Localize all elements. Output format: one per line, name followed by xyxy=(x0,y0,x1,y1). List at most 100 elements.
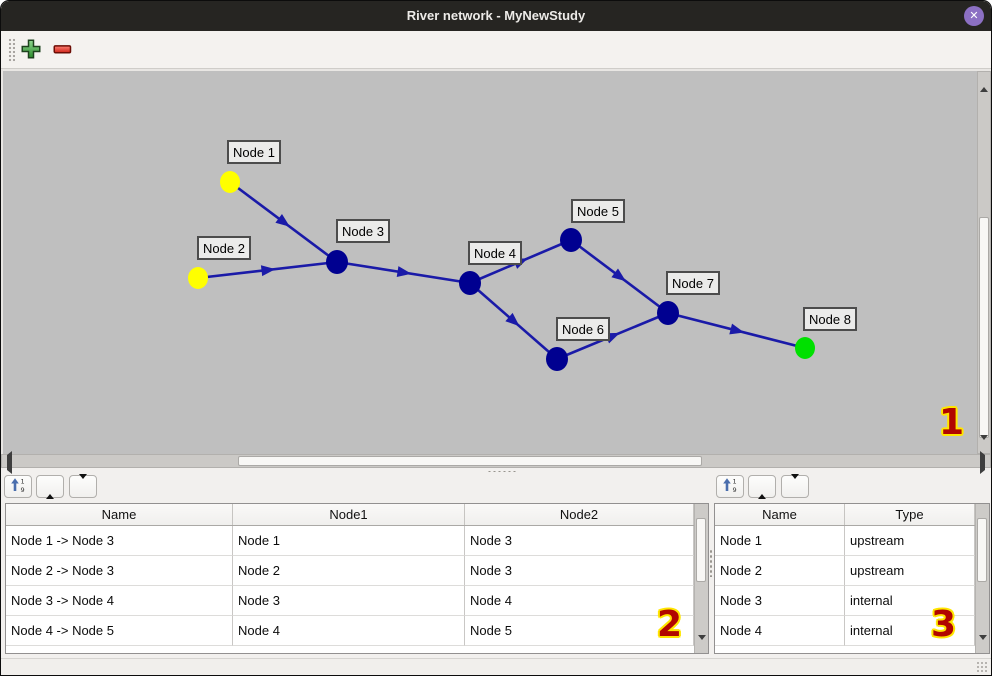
move-down-button[interactable] xyxy=(69,474,97,498)
table-cell: Node 3 xyxy=(465,526,694,556)
triangle-up-icon xyxy=(980,72,988,92)
arrowhead-icon xyxy=(611,268,626,282)
close-button[interactable]: ✕ xyxy=(964,6,984,26)
svg-text:Node 7: Node 7 xyxy=(672,276,714,291)
triangle-up-icon xyxy=(46,479,54,499)
plus-icon xyxy=(21,39,41,62)
canvas-vertical-scrollbar[interactable] xyxy=(977,71,991,455)
svg-text:Node 8: Node 8 xyxy=(809,312,851,327)
scroll-down-button[interactable] xyxy=(695,635,708,655)
node-node-3[interactable] xyxy=(326,250,348,274)
node-node-8[interactable] xyxy=(795,337,815,359)
column-header-name[interactable]: Name xyxy=(6,504,233,525)
svg-text:Node 3: Node 3 xyxy=(342,224,384,239)
arrowhead-icon xyxy=(275,214,290,227)
scroll-right-button[interactable] xyxy=(976,451,989,474)
column-header-name[interactable]: Name xyxy=(715,504,845,525)
table-cell: Node 2 -> Node 3 xyxy=(6,556,233,586)
svg-text:1: 1 xyxy=(733,478,737,486)
table-cell: Node 1 xyxy=(233,526,465,556)
svg-text:9: 9 xyxy=(21,486,25,493)
scrollbar-thumb[interactable] xyxy=(238,456,702,466)
node-label-node-6: Node 6 xyxy=(556,317,610,341)
svg-text:1: 1 xyxy=(21,478,25,486)
annotation-3: 3 xyxy=(931,604,957,645)
table-cell: Node 3 xyxy=(715,586,845,616)
sort-button[interactable]: 1 9 xyxy=(716,475,744,498)
column-header-node1[interactable]: Node1 xyxy=(233,504,465,525)
table-cell: internal xyxy=(845,586,975,616)
node-node-1[interactable] xyxy=(220,171,240,193)
scroll-left-button[interactable] xyxy=(3,451,16,474)
node-node-5[interactable] xyxy=(560,228,582,252)
remove-button[interactable] xyxy=(52,39,74,61)
node-node-2[interactable] xyxy=(188,267,208,289)
add-button[interactable] xyxy=(20,39,42,61)
column-header-type[interactable]: Type xyxy=(845,504,975,525)
annotation-1: 1 xyxy=(939,402,965,443)
move-down-button[interactable] xyxy=(781,474,809,498)
reaches-table-scrollbar[interactable] xyxy=(694,504,708,655)
scroll-down-button[interactable] xyxy=(976,635,989,655)
arrowhead-icon xyxy=(505,312,520,327)
table-cell: Node 1 -> Node 3 xyxy=(6,526,233,556)
node-label-node-3: Node 3 xyxy=(336,219,390,243)
table-cell: Node 5 xyxy=(465,616,694,646)
scroll-up-button[interactable] xyxy=(976,504,989,524)
node-label-node-7: Node 7 xyxy=(666,271,720,295)
scroll-up-button[interactable] xyxy=(978,72,990,92)
vertical-splitter-handle[interactable] xyxy=(709,549,713,577)
resize-grip-icon[interactable] xyxy=(976,661,988,673)
table-cell: Node 4 xyxy=(233,616,465,646)
scrollbar-thumb[interactable] xyxy=(977,518,987,582)
scrollbar-thumb[interactable] xyxy=(979,217,989,438)
scrollbar-thumb[interactable] xyxy=(696,518,706,582)
sort-button[interactable]: 1 9 xyxy=(4,475,32,498)
move-up-button[interactable] xyxy=(748,475,776,499)
column-header-node2[interactable]: Node2 xyxy=(465,504,694,525)
triangle-down-icon xyxy=(79,474,87,494)
main-toolbar xyxy=(1,31,991,69)
node-label-node-8: Node 8 xyxy=(803,307,857,331)
nodes-table-scrollbar[interactable] xyxy=(975,504,989,655)
triangle-down-icon xyxy=(697,635,706,655)
toolbar-drag-handle[interactable] xyxy=(8,38,15,63)
table-cell: Node 3 -> Node 4 xyxy=(6,586,233,616)
svg-text:9: 9 xyxy=(733,486,737,493)
horizontal-splitter[interactable] xyxy=(1,468,991,473)
canvas-horizontal-scrollbar[interactable] xyxy=(1,451,991,474)
table-cell: Node 4 xyxy=(715,616,845,646)
table-cell: Node 3 xyxy=(465,556,694,586)
annotation-2: 2 xyxy=(657,604,683,645)
scroll-up-button[interactable] xyxy=(695,504,708,524)
node-node-7[interactable] xyxy=(657,301,679,325)
triangle-down-icon xyxy=(791,474,799,494)
move-up-button[interactable] xyxy=(36,475,64,499)
arrowhead-icon xyxy=(729,323,745,335)
node-node-4[interactable] xyxy=(459,271,481,295)
svg-text:Node 4: Node 4 xyxy=(474,246,516,261)
splitter-handle-icon xyxy=(487,470,517,473)
svg-text:Node 5: Node 5 xyxy=(577,204,619,219)
node-node-6[interactable] xyxy=(546,347,568,371)
scroll-down-button[interactable] xyxy=(978,435,990,455)
title-bar[interactable]: River network - MyNewStudy ✕ xyxy=(1,1,991,31)
table-cell: Node 4 -> Node 5 xyxy=(6,616,233,646)
table-cell: Node 2 xyxy=(233,556,465,586)
